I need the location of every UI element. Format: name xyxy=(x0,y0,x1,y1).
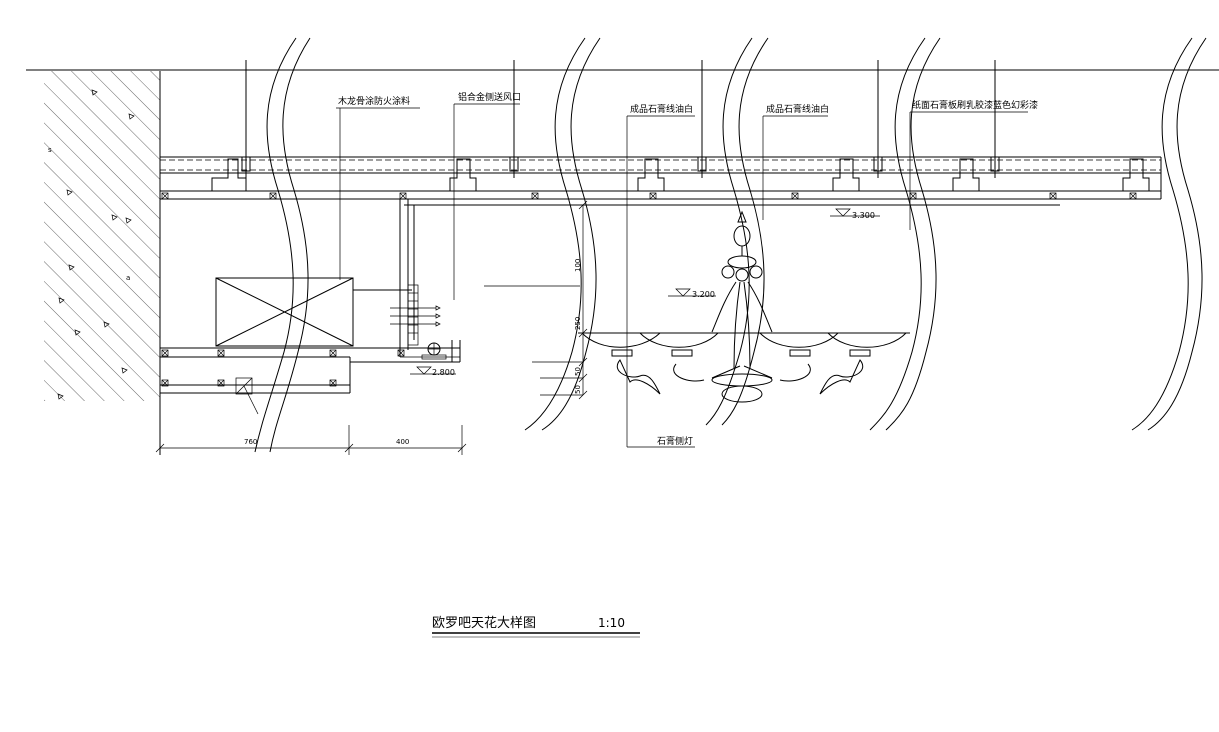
drawing-scale: 1:10 xyxy=(598,616,625,630)
title-underline xyxy=(432,632,640,638)
hanger-rods xyxy=(245,60,996,178)
svg-text:s: s xyxy=(48,146,52,154)
air-conditioner-unit xyxy=(215,277,354,347)
level-3200: 3.200 xyxy=(692,290,715,299)
dim-100: 100 xyxy=(574,259,582,272)
level-3300: 3.300 xyxy=(852,211,875,220)
dim-400: 400 xyxy=(396,438,409,446)
note-plaster-line-2: 成品石膏线油白 xyxy=(766,103,829,115)
note-wood-keel: 木龙骨涂防火涂料 xyxy=(338,95,410,107)
svg-text:a: a xyxy=(126,274,130,282)
note-plaster-line-1: 成品石膏线油白 xyxy=(630,103,693,115)
ceiling-slab xyxy=(160,156,1162,206)
soffit-box xyxy=(160,199,461,415)
drawing-title: 欧罗吧天花大样图 xyxy=(432,615,536,631)
note-aluminum-vent: 铝合金侧送风口 xyxy=(458,91,521,103)
dim-50b: 50 xyxy=(574,385,582,394)
channel-clips xyxy=(211,156,1150,192)
dim-760: 760 xyxy=(244,438,257,446)
board-fixings xyxy=(161,192,1137,200)
break-lines xyxy=(254,37,1207,453)
dim-50a: 50 xyxy=(574,367,582,376)
level-2800: 2.800 xyxy=(432,368,455,377)
concrete-wall: s a xyxy=(26,69,1219,455)
aluminum-vent xyxy=(390,284,441,346)
leader-lines xyxy=(336,103,1028,448)
dim-250: 250 xyxy=(574,317,582,330)
note-paint-finish: 纸面石膏板刷乳胶漆蓝色幻彩漆 xyxy=(912,99,1038,111)
horizontal-dimensions xyxy=(155,425,467,455)
level-marks xyxy=(410,208,880,375)
chandelier xyxy=(578,210,910,403)
vertical-dimensions xyxy=(532,200,588,400)
note-decorative-lamp: 石膏侧灯 xyxy=(657,435,693,447)
